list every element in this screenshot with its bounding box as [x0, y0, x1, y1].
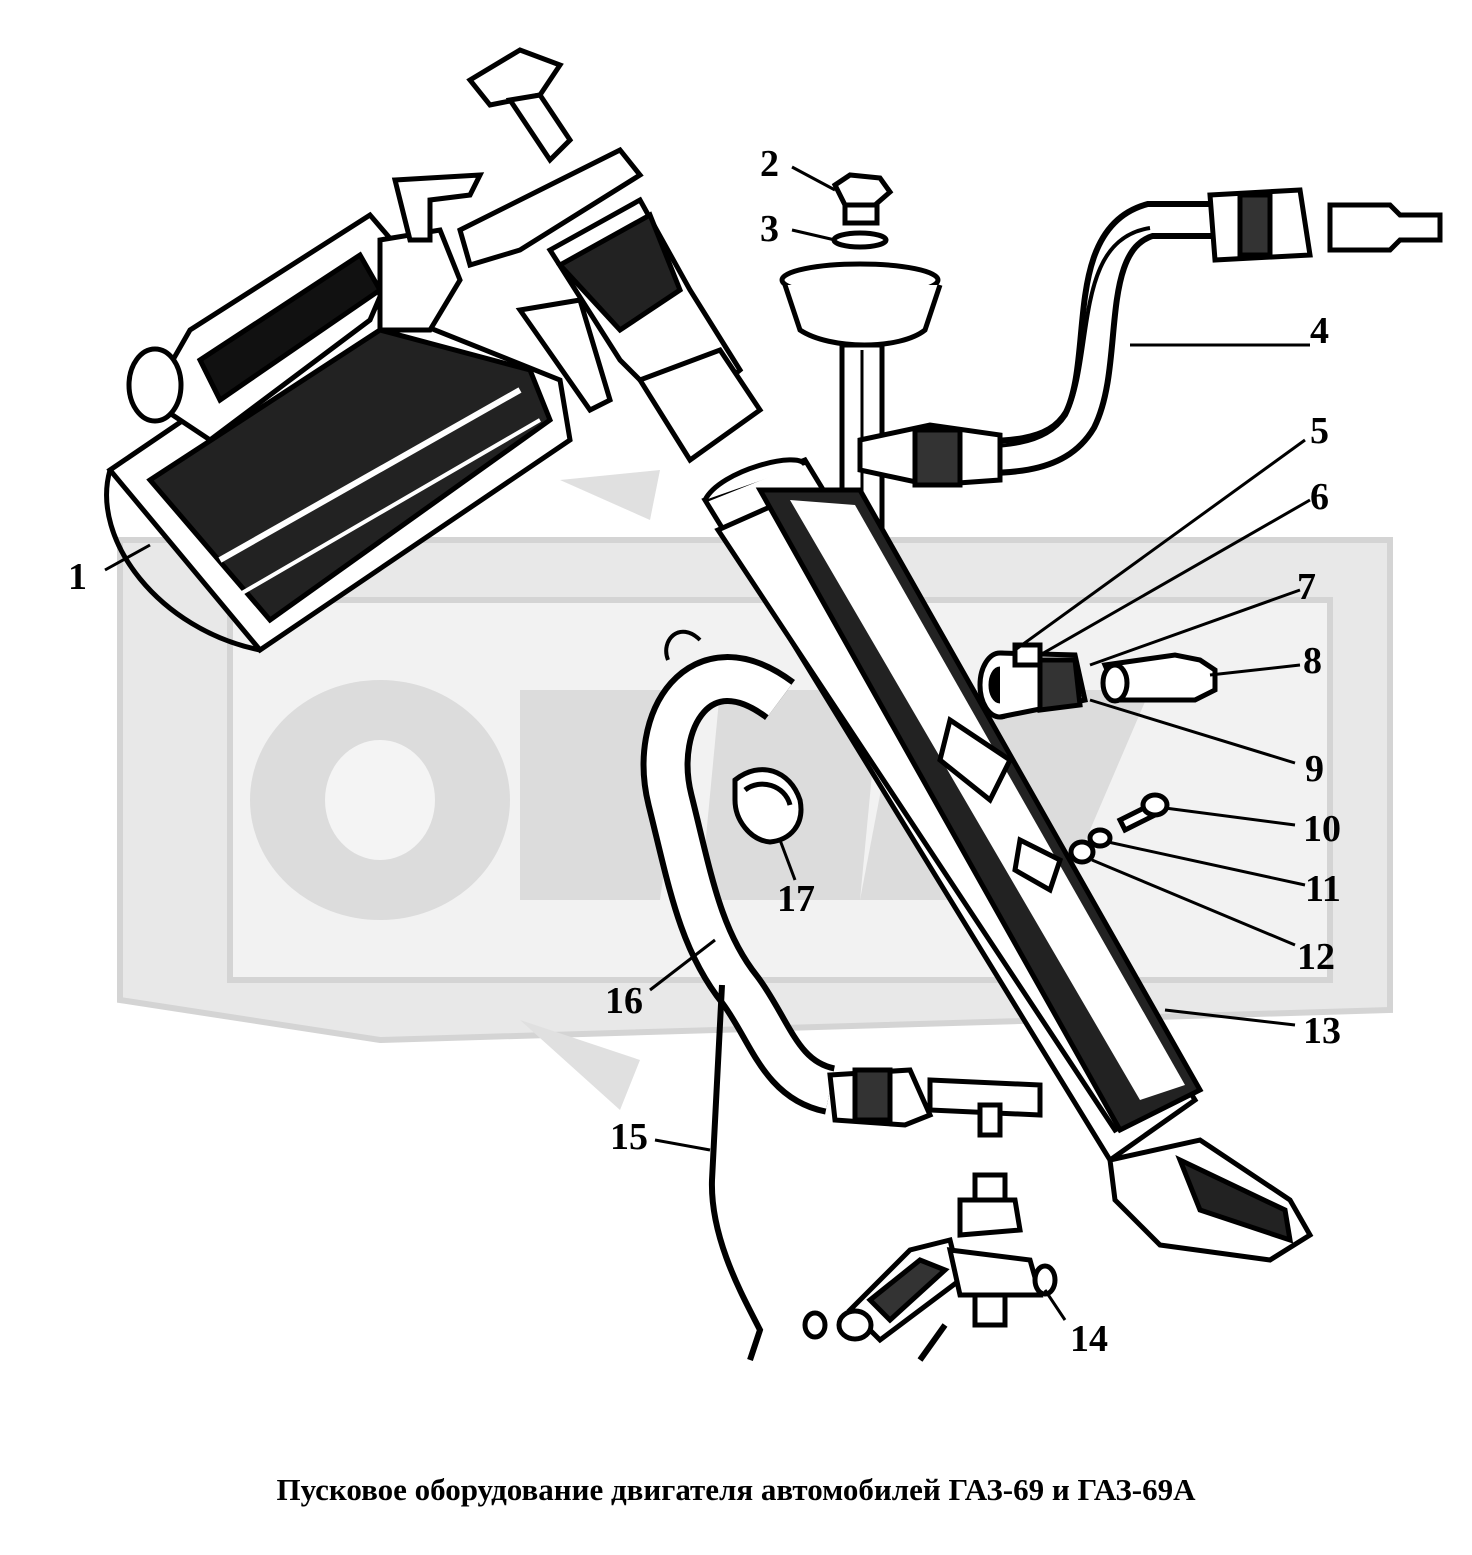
sealing-washer — [831, 230, 889, 250]
callout-14: 14 — [1070, 1318, 1108, 1360]
callout-3: 3 — [760, 208, 779, 250]
fuel-tap — [802, 1172, 1058, 1362]
exhaust-bracket — [732, 767, 804, 845]
leader-lines — [104, 165, 1311, 1321]
callout-11: 11 — [1305, 868, 1341, 910]
bolt-set — [1068, 792, 1170, 865]
callout-6: 6 — [1310, 476, 1329, 518]
coupling-group — [977, 642, 1218, 720]
callout-7: 7 — [1297, 566, 1316, 608]
callout-2: 2 — [760, 143, 779, 185]
callout-5: 5 — [1310, 410, 1329, 452]
callout-4: 4 — [1310, 310, 1329, 352]
callout-17: 17 — [777, 878, 815, 920]
bottom-fittings — [827, 1067, 1043, 1138]
callout-15: 15 — [610, 1116, 648, 1158]
fuel-hose — [879, 201, 1215, 477]
heater-nozzle — [1107, 1137, 1314, 1263]
burner-pump — [457, 47, 764, 464]
exhaust-pipe — [640, 629, 837, 1115]
callout-12: 12 — [1297, 936, 1335, 978]
callout-13: 13 — [1303, 1010, 1341, 1052]
hose-fittings — [857, 187, 1443, 488]
callout-8: 8 — [1303, 640, 1322, 682]
diagram-caption: Пусковое оборудование двигателя автомоби… — [276, 1472, 1196, 1507]
heater-body — [701, 456, 1204, 1164]
callout-16: 16 — [605, 980, 643, 1022]
control-rod — [708, 984, 764, 1361]
heater-tank — [104, 172, 573, 654]
callout-10: 10 — [1303, 808, 1341, 850]
callout-1: 1 — [68, 556, 87, 598]
callout-9: 9 — [1305, 748, 1324, 790]
drain-plug — [831, 172, 894, 226]
